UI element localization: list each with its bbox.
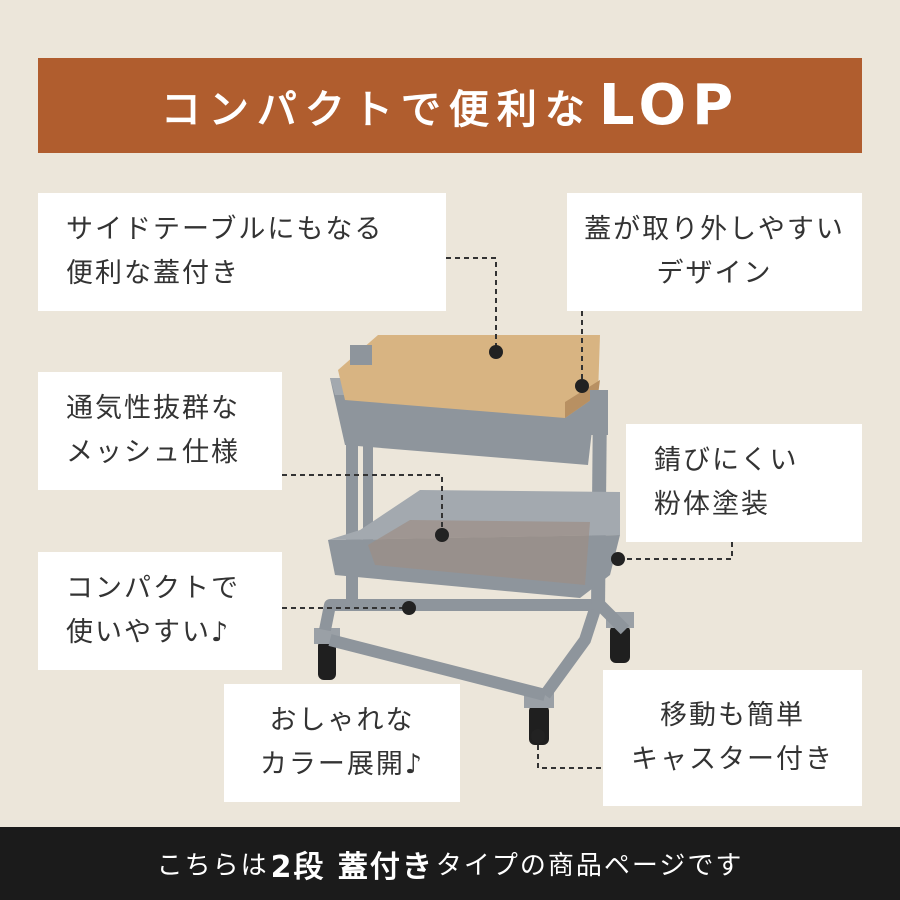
callout-colors: おしゃれな カラー展開♪ [224,684,460,802]
callout-side-table: サイドテーブルにもなる 便利な蓋付き [38,193,446,311]
callout-line: カラー展開♪ [259,749,425,780]
callout-line: メッシュ仕様 [66,437,240,468]
footer-text-c: タイプの商品ページです [435,851,744,881]
callout-lid-removable: 蓋が取り外しやすい デザイン [567,193,862,311]
callout-rust-resistant: 錆びにくい 粉体塗装 [626,424,862,542]
brand-name: LOP [598,73,740,138]
callout-line: 錆びにくい [654,445,799,476]
callout-mesh: 通気性抜群な メッシュ仕様 [38,372,282,490]
callout-line: 便利な蓋付き [66,258,240,289]
callout-compact: コンパクトで 使いやすい♪ [38,552,282,670]
footer-banner: こちらは 2段 蓋付き タイプの商品ページです [0,827,900,900]
footer-text-highlight: 2段 蓋付き [270,849,434,885]
title-text: コンパクトで便利な [160,86,593,133]
callout-line: 使いやすい♪ [66,617,231,648]
callout-casters: 移動も簡単 キャスター付き [603,670,862,806]
callout-line: おしゃれな [269,705,415,736]
callout-line: コンパクトで [66,573,240,604]
callout-line: 粉体塗装 [654,489,770,520]
callout-line: キャスター付き [631,744,834,775]
footer-text-a: こちらは [156,851,269,881]
mesh-bottom [368,520,590,585]
title-banner: コンパクトで便利な LOP [38,58,862,153]
wooden-lid [338,335,600,418]
callout-line: 蓋が取り外しやすい [584,214,845,245]
callout-line: 移動も簡単 [660,700,805,731]
callout-line: デザイン [656,258,773,289]
callout-line: サイドテーブルにもなる [66,214,384,245]
callout-line: 通気性抜群な [66,393,240,424]
